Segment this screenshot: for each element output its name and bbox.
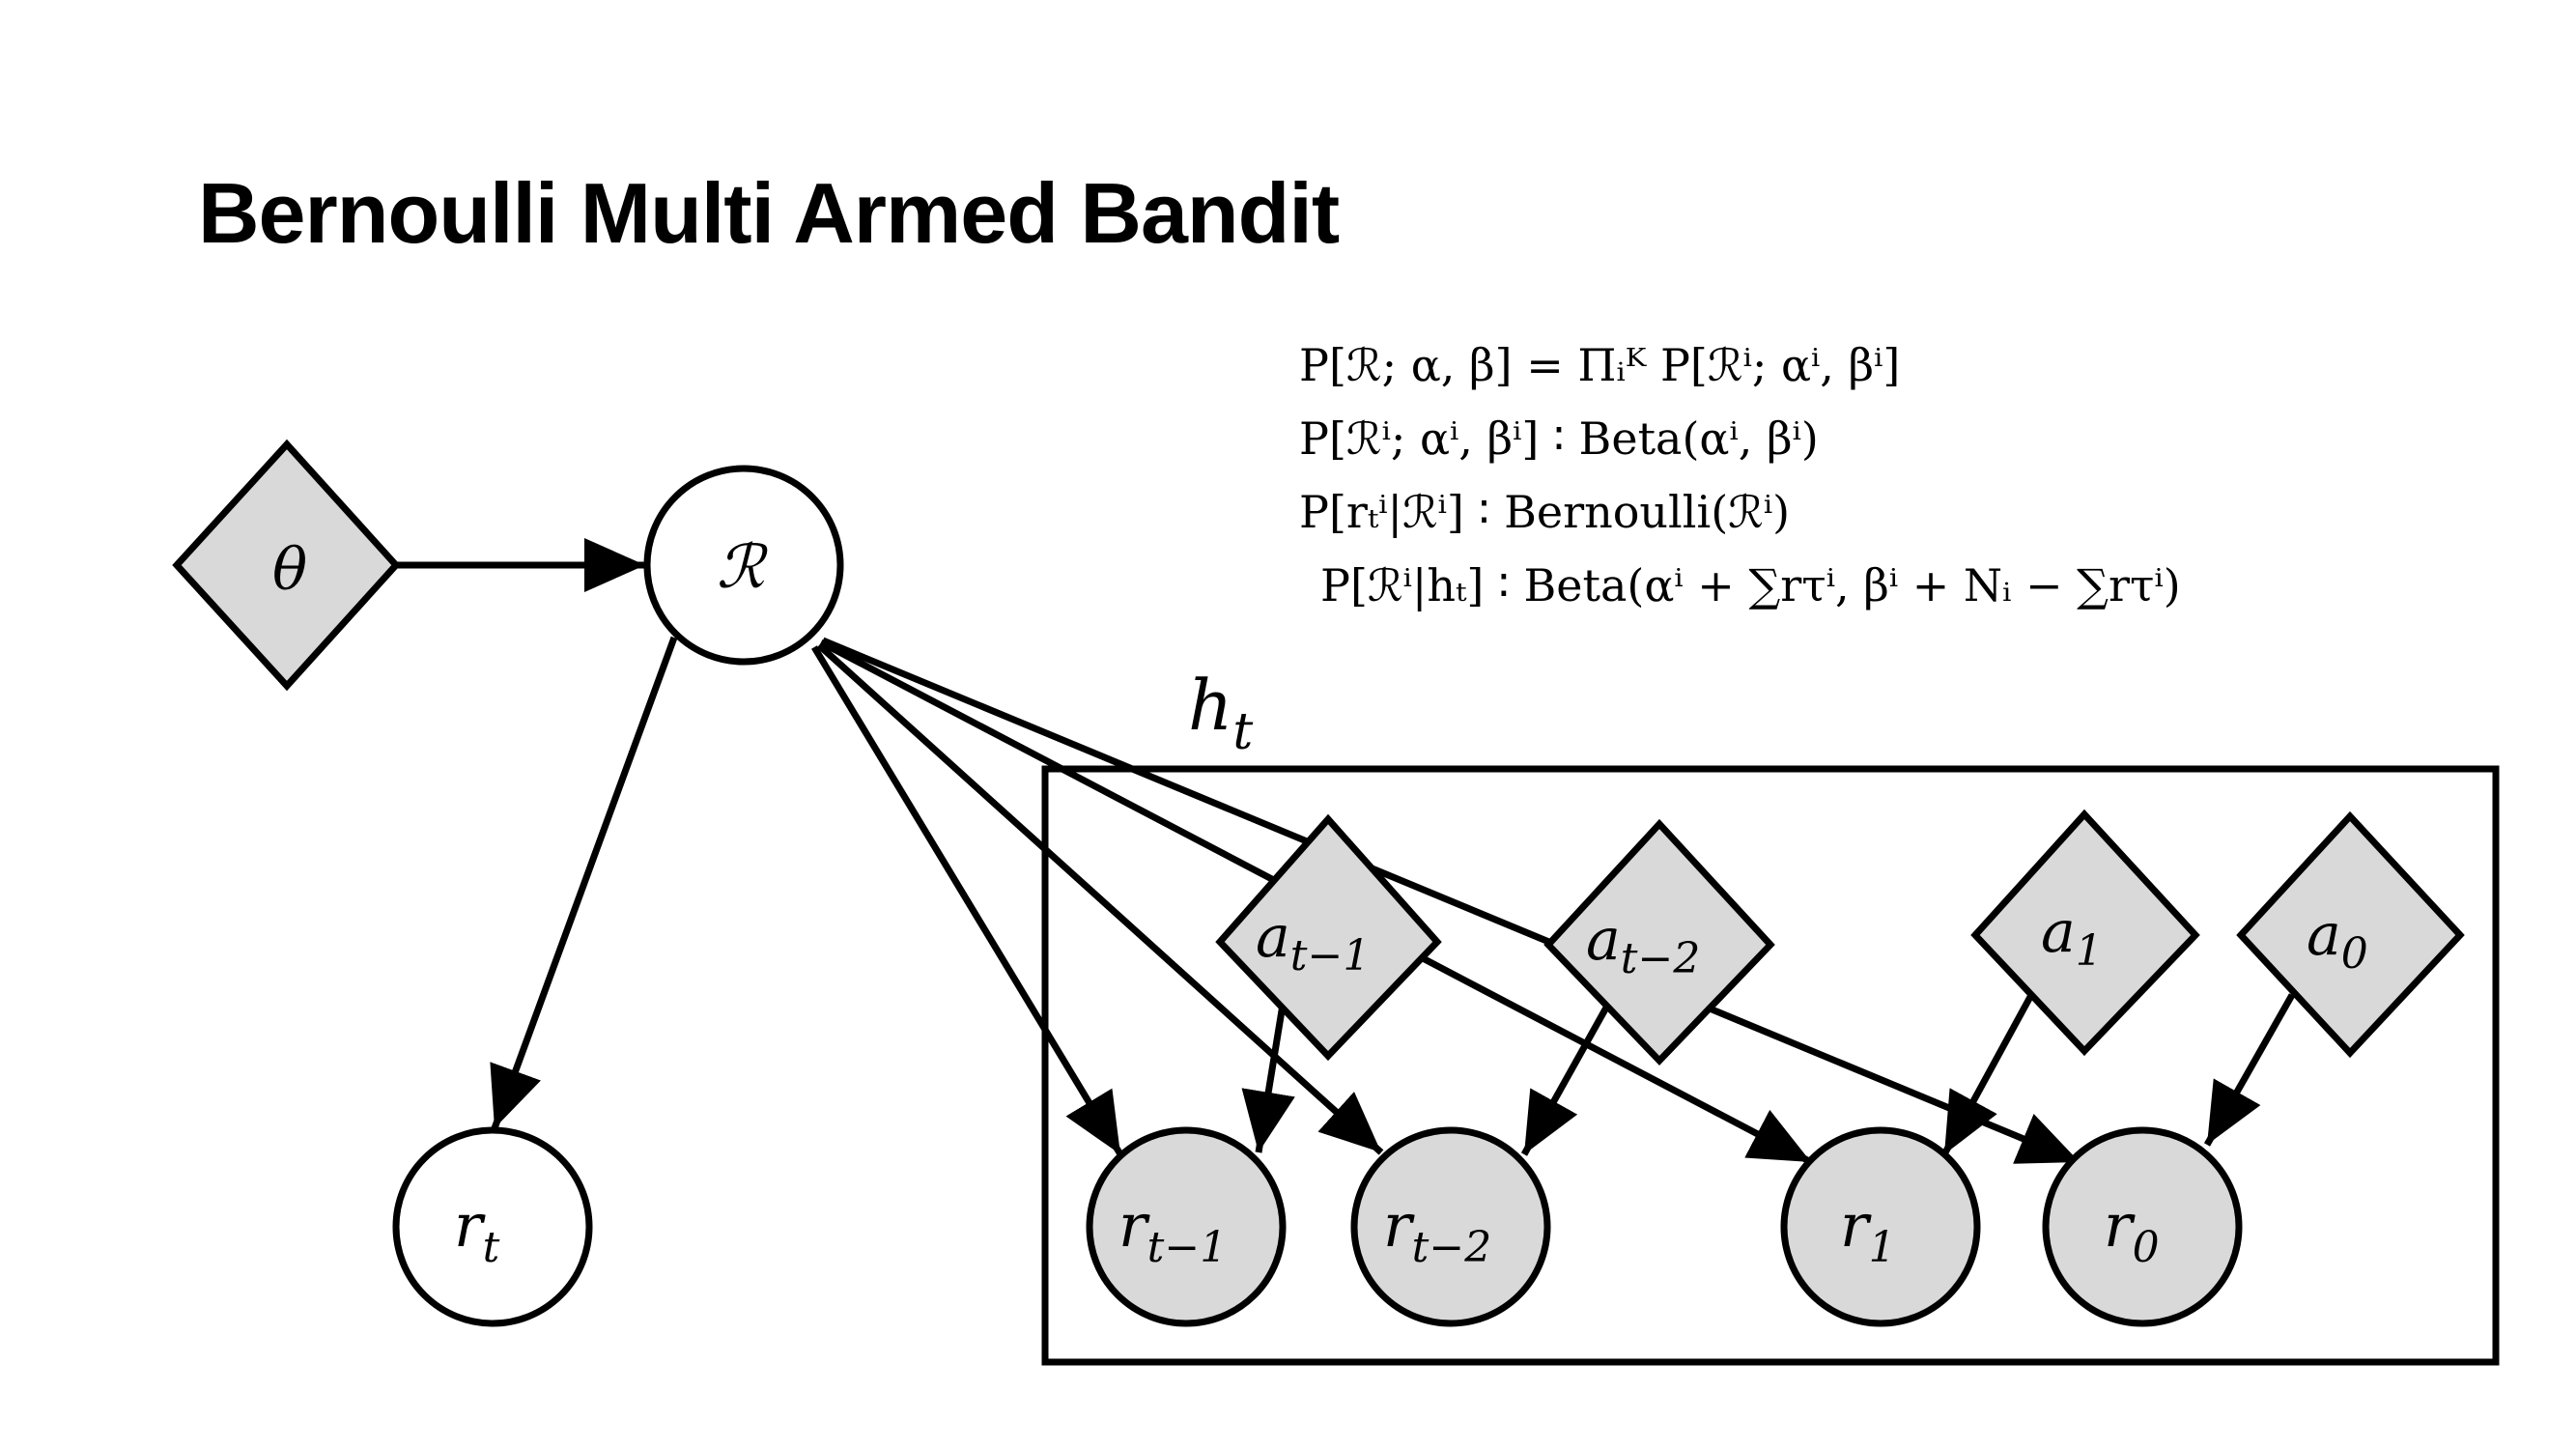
edge-at2-rt2 [1520, 1006, 1610, 1156]
action-1-label: a1 [2041, 898, 2103, 976]
history-plate [1041, 765, 2500, 1366]
rt-label: rt [454, 1190, 500, 1272]
reward-t1-label: rt−1 [1118, 1190, 1227, 1272]
reward-t2-label: rt−2 [1383, 1190, 1491, 1272]
action-0-node [2236, 810, 2465, 1059]
reward-1-node [1780, 1126, 1981, 1327]
reward-t1-node [1086, 1126, 1287, 1327]
edge-R-rt [490, 636, 678, 1130]
action-1-node [1970, 809, 2200, 1057]
theta-label: θ [272, 536, 307, 604]
edge-at1-rt1 [1241, 1004, 1295, 1153]
edge-a0-r0 [2203, 993, 2296, 1147]
equation-beta-prior: P[ℛⁱ; αⁱ, βⁱ] ∶ Beta(αⁱ, βⁱ) [1299, 412, 1819, 465]
edge-R-r0 [821, 637, 2081, 1166]
action-t2-node [1543, 818, 1775, 1066]
edge-a1-r1 [1940, 993, 2035, 1156]
equation-joint-prior: P[ℛ; α, β] = Πᵢᴷ P[ℛⁱ; αⁱ, βⁱ] [1299, 339, 1901, 391]
equation-beta-posterior: P[ℛⁱ|hₜ] ∶ Beta(αⁱ + ∑rτⁱ, βⁱ + Nᵢ − ∑rτ… [1320, 559, 2181, 611]
edge-R-rt2 [816, 642, 1384, 1155]
equation-bernoulli-likelihood: P[rₜⁱ|ℛⁱ] ∶ Bernoulli(ℛⁱ) [1299, 486, 1791, 538]
theta-node [172, 439, 401, 692]
action-t2-label: at−2 [1586, 906, 1700, 983]
reward-1-label: r1 [1840, 1190, 1896, 1272]
R-node [643, 465, 844, 666]
reward-t2-node [1350, 1126, 1551, 1327]
plate-label: ht [1188, 665, 1253, 761]
slide-title: Bernoulli Multi Armed Bandit [198, 165, 1340, 261]
reward-0-label: r0 [2104, 1190, 2160, 1272]
reward-0-node [2042, 1126, 2243, 1327]
rt-node [392, 1126, 593, 1327]
action-0-label: a0 [2307, 901, 2368, 979]
R-label: ℛ [717, 531, 769, 602]
edge-R-rt1 [811, 645, 1123, 1156]
equation-block: P[ℛ; α, β] = Πᵢᴷ P[ℛⁱ; αⁱ, βⁱ] P[ℛⁱ; αⁱ,… [1299, 328, 2181, 622]
action-t1-label: at−1 [1256, 903, 1370, 980]
action-t1-node [1215, 813, 1442, 1062]
